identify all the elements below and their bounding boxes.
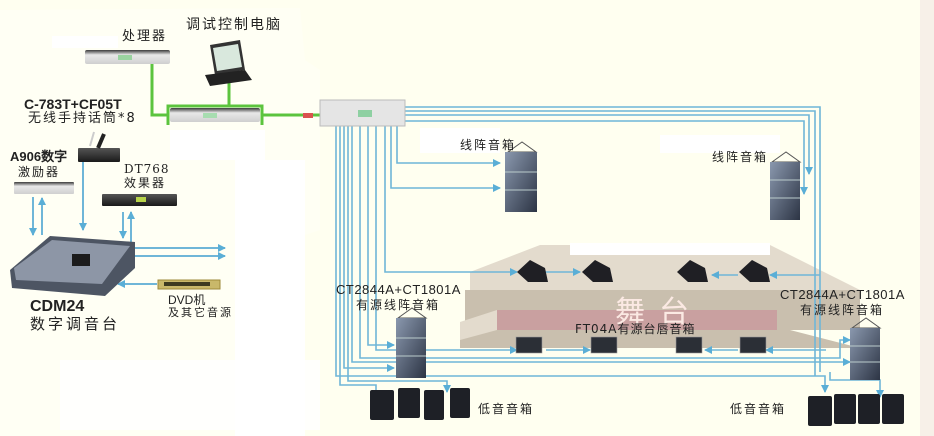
erased-patch [420, 128, 500, 153]
active-line-array-right-model: CT2844A+CT1801A [780, 287, 905, 302]
subwoofers-right [808, 394, 904, 426]
erased-label-patch [52, 36, 118, 48]
erased-patch [170, 130, 265, 160]
stage-monitors [517, 260, 770, 282]
laptop-device [205, 40, 252, 86]
effects-label: 效果器 [124, 176, 167, 190]
network-connector [303, 113, 313, 118]
stage-lip-speakers [515, 336, 767, 354]
dvd-label: 及其它音源 [168, 306, 233, 319]
active-line-array-left-model: CT2844A+CT1801A [336, 282, 461, 297]
stage-label: 舞台 [615, 295, 703, 330]
signal-lines-distribution [335, 106, 884, 399]
wireless-mic-label: 无线手持话筒*8 [28, 111, 137, 126]
stage-lip-label: FT04A有源台唇音箱 [575, 322, 696, 336]
right-edge-strip [920, 0, 934, 436]
wireless-mic-device [78, 131, 120, 162]
erased-patch [60, 360, 320, 430]
exciter-device [14, 182, 74, 194]
active-line-array-left [396, 307, 428, 378]
exciter-label: 激励器 [18, 165, 61, 179]
subwoofers-left [370, 388, 470, 420]
active-line-array-right-label: 有源线阵音箱 [800, 303, 885, 317]
subwoofer-left-label: 低音音箱 [478, 402, 535, 416]
exciter-model: A906数字 [10, 149, 68, 164]
control-pc-label: 调试控制电脑 [186, 17, 282, 33]
line-array-speaker-top-left [505, 141, 538, 212]
signal-lines-left [29, 162, 226, 288]
line-array-top-right-label: 线阵音箱 [712, 150, 769, 164]
mixer-device [10, 236, 135, 296]
mixer-label: 数字调音台 [30, 315, 121, 333]
mixer-model: CDM24 [30, 298, 85, 315]
active-line-array-right [850, 317, 882, 380]
wireless-mic-model: C-783T+CF05T [24, 96, 122, 112]
erased-patch [660, 135, 780, 153]
effects-model: DT768 [124, 162, 170, 176]
processor-label: 处理器 [122, 29, 168, 44]
line-array-speaker-top-right [770, 151, 802, 220]
line-array-top-left-label: 线阵音箱 [460, 138, 517, 152]
dvd-model: DVD机 [168, 293, 206, 307]
active-line-array-left-label: 有源线阵音箱 [356, 298, 441, 312]
subwoofer-right-label: 低音音箱 [730, 402, 787, 416]
